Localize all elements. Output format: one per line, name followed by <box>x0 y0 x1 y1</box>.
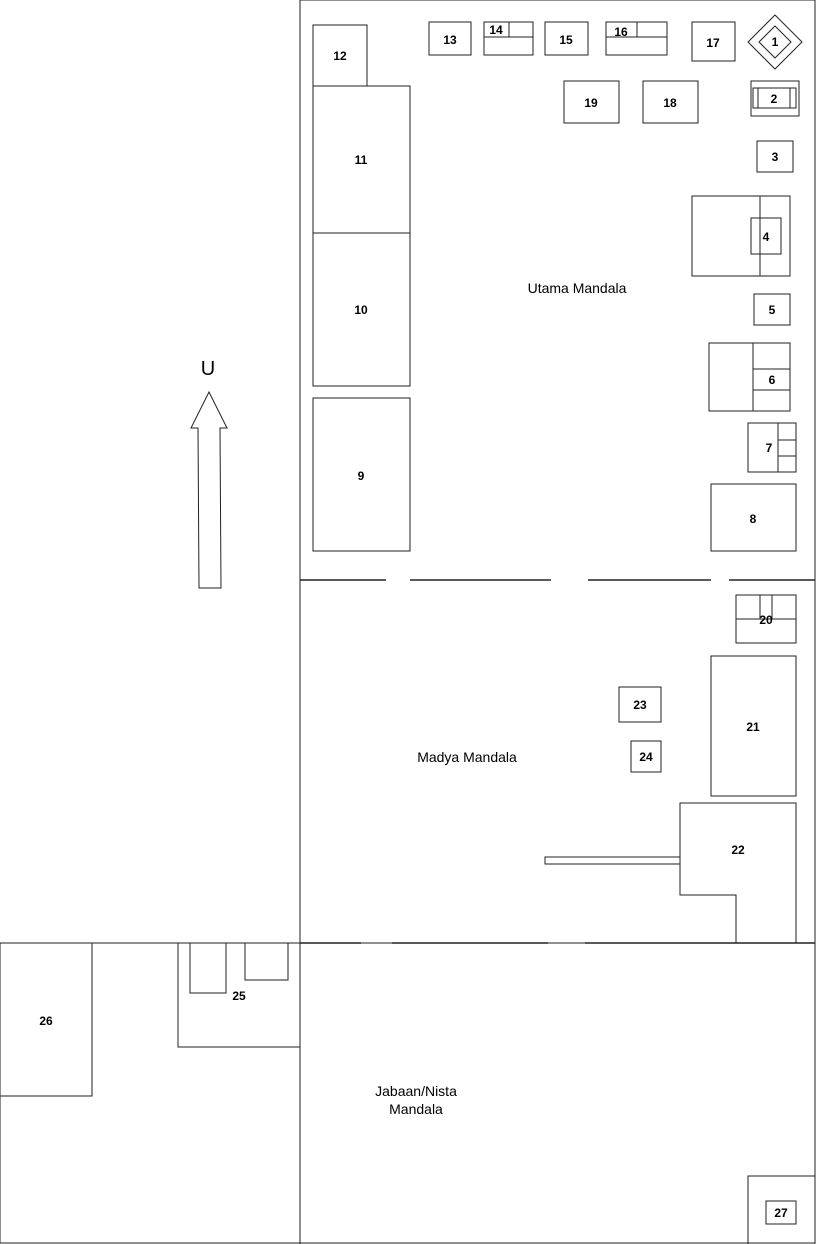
svg-text:22: 22 <box>731 843 745 857</box>
svg-text:3: 3 <box>772 150 779 164</box>
svg-text:23: 23 <box>633 698 647 712</box>
structure-12: 12 <box>312 24 368 87</box>
structure-18: 18 <box>642 80 699 124</box>
structure-20: 20 <box>735 594 797 644</box>
structure-24: 24 <box>630 740 662 773</box>
structure-23: 23 <box>618 686 662 723</box>
svg-text:27: 27 <box>774 1206 788 1220</box>
svg-text:14: 14 <box>489 23 503 37</box>
svg-text:13: 13 <box>443 33 457 47</box>
svg-text:20: 20 <box>759 613 773 627</box>
structure-13: 13 <box>428 21 472 56</box>
structure-5: 5 <box>753 293 791 326</box>
structure-7: 7 <box>747 422 797 473</box>
structure-10: 10 <box>312 232 411 387</box>
north-label: U <box>201 358 215 380</box>
svg-text:18: 18 <box>663 96 677 110</box>
svg-text:16: 16 <box>614 25 628 39</box>
structure-16: 16 <box>605 21 668 56</box>
zone-label-madya: Madya Mandala <box>417 749 517 765</box>
structure-22: 22 <box>544 802 797 943</box>
complex-boundary <box>299 0 816 1244</box>
north-arrow-icon <box>190 390 228 589</box>
svg-text:15: 15 <box>559 33 573 47</box>
svg-text:6: 6 <box>769 373 776 387</box>
svg-text:24: 24 <box>639 750 653 764</box>
structure-27: 27 <box>747 1175 815 1244</box>
structure-8: 8 <box>710 483 797 552</box>
svg-text:12: 12 <box>333 49 347 63</box>
svg-text:25: 25 <box>232 989 246 1003</box>
structure-9: 9 <box>312 397 411 552</box>
svg-text:19: 19 <box>584 96 598 110</box>
zone-label-jabaan-line1: Jabaan/Nista <box>375 1083 457 1099</box>
structure-25: 25 <box>177 942 301 1048</box>
svg-text:26: 26 <box>39 1014 53 1028</box>
structure-4: 4 <box>691 195 791 277</box>
structure-19: 19 <box>563 80 620 124</box>
structure-17: 17 <box>691 21 736 62</box>
structure-21: 21 <box>710 655 797 797</box>
structure-11: 11 <box>312 85 411 234</box>
structure-15: 15 <box>544 21 589 56</box>
zone-label-jabaan-line2: Mandala <box>389 1101 443 1117</box>
structure-2: 2 <box>750 80 800 117</box>
svg-text:11: 11 <box>355 153 368 167</box>
svg-text:1: 1 <box>772 35 779 49</box>
zone-label-utama: Utama Mandala <box>528 280 627 296</box>
structure-1: 1 <box>747 14 803 70</box>
structure-14: 14 <box>483 21 534 56</box>
svg-text:10: 10 <box>354 303 368 317</box>
structure-3: 3 <box>756 140 794 173</box>
svg-text:8: 8 <box>750 512 757 526</box>
structure-26: 26 <box>0 942 93 1097</box>
svg-text:4: 4 <box>763 230 770 244</box>
svg-text:9: 9 <box>358 469 365 483</box>
structure-6: 6 <box>708 342 791 412</box>
svg-text:7: 7 <box>766 441 773 455</box>
svg-text:2: 2 <box>771 92 778 106</box>
svg-text:5: 5 <box>769 303 776 317</box>
svg-text:21: 21 <box>746 720 760 734</box>
svg-text:17: 17 <box>706 36 720 50</box>
